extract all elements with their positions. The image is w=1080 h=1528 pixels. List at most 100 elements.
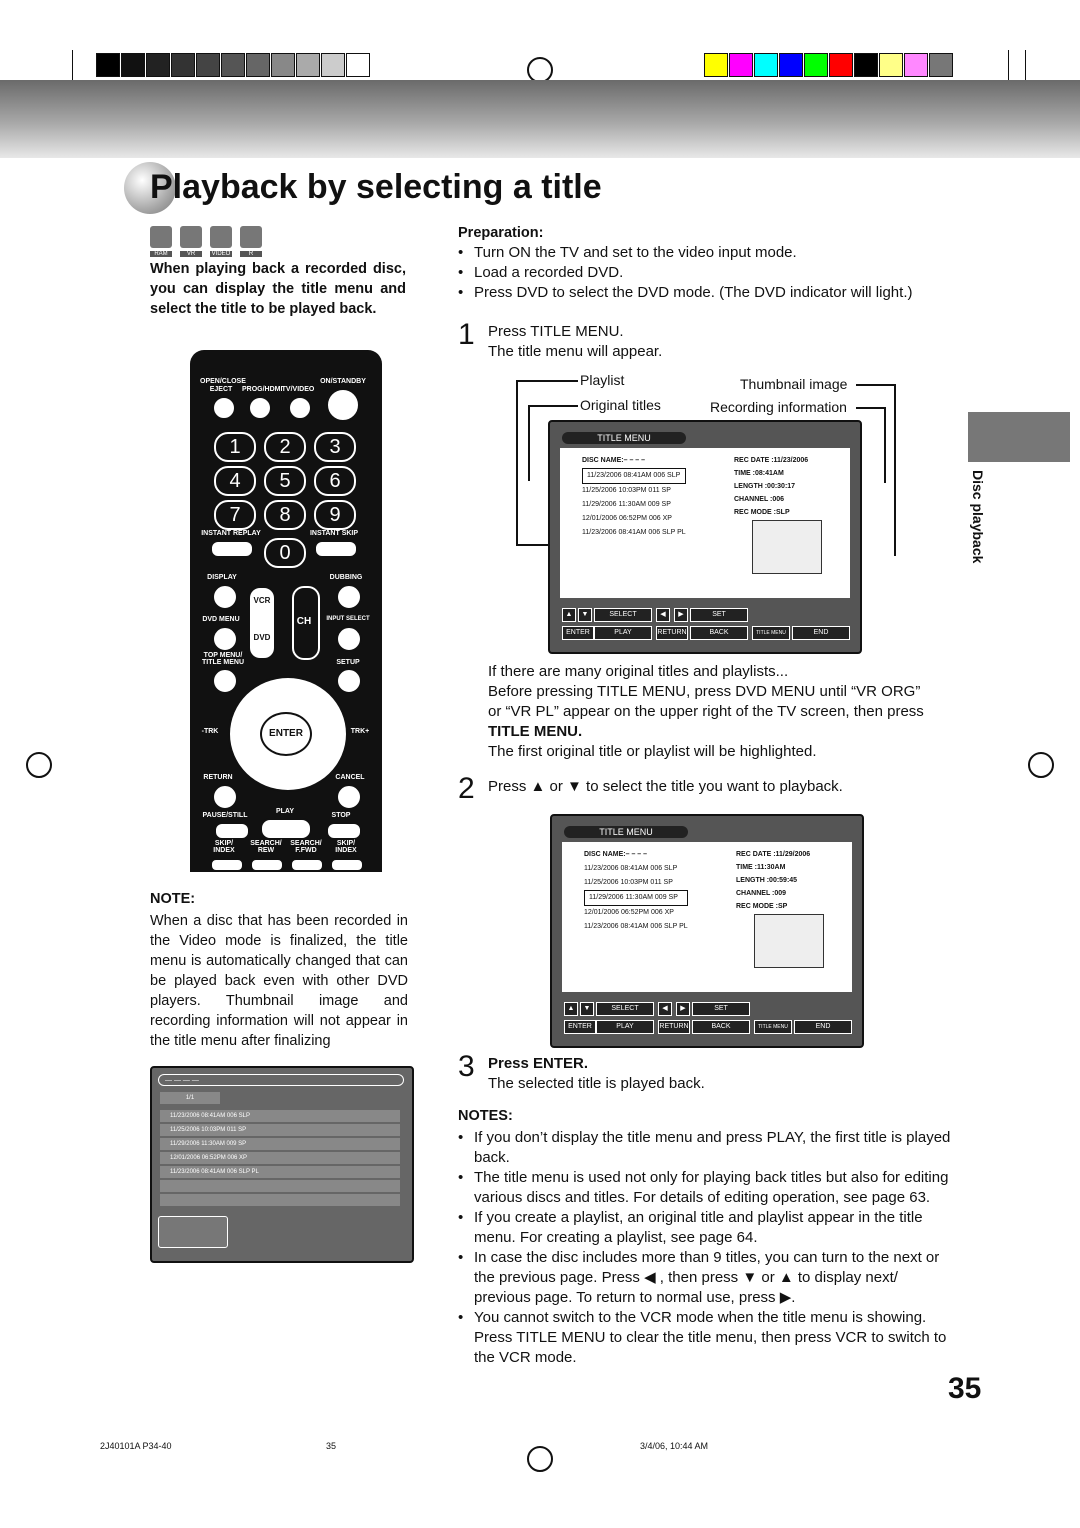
key-5: 5 <box>264 466 306 496</box>
list-item: 12/01/2006 06:52PM 006 XP <box>160 1152 400 1164</box>
finalized-title-menu-illustration: — — — — 1/1 11/23/2006 08:41AM 006 SLP 1… <box>150 1066 414 1263</box>
page-number: 35 <box>948 1372 982 1405</box>
remote-label: TRK+ <box>350 728 370 735</box>
right-arrow-icon: ▶ <box>676 1002 690 1016</box>
cancel-button <box>336 784 362 810</box>
remote-control-illustration: OPEN/CLOSE EJECT PROG/HDMI TV/VIDEO ON/S… <box>190 350 382 872</box>
remote-label: ON/STANDBY <box>320 378 366 385</box>
ffwd-button <box>290 858 324 872</box>
display-button <box>212 584 238 610</box>
remote-label: SKIP/ <box>336 840 356 847</box>
callout-playlist: Playlist <box>580 372 625 388</box>
remote-label: SKIP/ <box>214 840 234 847</box>
remote-label: RETURN <box>203 774 233 781</box>
key-7: 7 <box>214 500 256 530</box>
info-line: LENGTH :00:59:45 <box>736 877 798 884</box>
step-3-line-1: Press ENTER. <box>488 1055 589 1072</box>
left-arrow-icon: ◀ <box>656 608 670 622</box>
step-3-line-2: The selected title is played back. <box>488 1075 705 1092</box>
remote-label: INDEX <box>335 847 357 854</box>
preparation-heading: Preparation: <box>458 225 544 241</box>
skip-forward-button <box>330 858 364 872</box>
vr-disc-icon: VR <box>180 226 202 257</box>
info-line: REC MODE :SP <box>736 903 788 910</box>
step-2-text: Press ▲ or ▼ to select the title you wan… <box>488 778 843 795</box>
channel-rocker <box>292 586 320 660</box>
step-1-number: 1 <box>458 318 475 351</box>
right-arrow-icon: ▶ <box>674 608 688 622</box>
mid-text-line: TITLE MENU. <box>488 723 583 740</box>
remote-label: PAUSE/STILL <box>202 812 248 819</box>
remote-label: REW <box>257 847 275 854</box>
menu-title: TITLE MENU <box>562 432 686 444</box>
video-disc-icon: VIDEO <box>210 226 232 257</box>
notes-list: If you don’t display the title menu and … <box>458 1128 958 1368</box>
registration-mark-left <box>26 752 52 778</box>
setup-button <box>336 668 362 694</box>
up-arrow-icon: ▲ <box>564 1002 578 1016</box>
rew-button <box>250 858 284 872</box>
color-calibration-strip <box>704 53 954 77</box>
enter-button: ENTER <box>260 712 312 756</box>
remote-label: DISPLAY <box>207 574 237 581</box>
key-8: 8 <box>264 500 306 530</box>
list-item: 11/23/2006 08:41AM 006 SLP PL <box>584 923 688 930</box>
down-arrow-icon: ▼ <box>578 608 592 622</box>
remote-label: PROG/HDMI <box>242 386 283 393</box>
list-item: 12/01/2006 06:52PM 006 XP <box>584 909 674 916</box>
info-line: CHANNEL :006 <box>734 496 785 503</box>
preparation-list: Turn ON the TV and set to the video inpu… <box>458 243 912 303</box>
key-6: 6 <box>314 466 356 496</box>
remote-label: SETUP <box>336 659 360 666</box>
notes-heading: NOTES: <box>458 1108 513 1124</box>
back-label: BACK <box>690 626 748 640</box>
remote-label: EJECT <box>209 386 233 393</box>
title-menu-button <box>212 668 238 694</box>
remote-label: INDEX <box>213 847 235 854</box>
list-item: 11/23/2006 08:41AM 006 SLP <box>160 1110 400 1122</box>
instant-replay-button <box>210 540 254 558</box>
skip-back-button <box>210 858 244 872</box>
thumbnail-image <box>754 914 824 968</box>
disc-name: DISC NAME:– – – – <box>582 457 646 464</box>
key-2: 2 <box>264 432 306 462</box>
remote-label: TV/VIDEO <box>281 386 315 393</box>
vcr-dvd-rocker: VCR DVD <box>248 586 276 660</box>
menu-content: DISC NAME:– – – – 11/23/2006 08:41AM 006… <box>562 842 852 992</box>
info-line: REC DATE :11/29/2006 <box>736 851 811 858</box>
mid-text-line: Before pressing TITLE MENU, press DVD ME… <box>488 683 921 700</box>
instant-skip-button <box>314 540 358 558</box>
stop-button <box>326 822 362 840</box>
step-2-number: 2 <box>458 772 475 805</box>
remote-label: F.FWD <box>295 847 317 854</box>
list-item: 11/23/2006 08:41AM 006 SLP PL <box>160 1166 400 1178</box>
list-item: 11/29/2006 11:30AM 009 SP <box>160 1138 400 1150</box>
eject-button <box>212 396 236 420</box>
info-line: TIME :11:30AM <box>736 864 786 871</box>
header-band <box>0 80 1080 158</box>
mid-text-line: The first original title or playlist wil… <box>488 743 817 760</box>
remote-label: -TRK <box>201 728 219 735</box>
remote-label: TITLE MENU <box>202 659 244 666</box>
power-button <box>326 388 360 422</box>
remote-label: DUBBING <box>329 574 363 581</box>
title-list: DISC NAME:– – – – 11/23/2006 08:41AM 006… <box>584 848 688 934</box>
info-line: CHANNEL :009 <box>736 890 787 897</box>
mid-text-line: If there are many original titles and pl… <box>488 663 789 680</box>
remote-label: SEARCH/ <box>290 840 322 847</box>
note-heading: NOTE: <box>150 891 196 907</box>
section-tab <box>968 412 1070 462</box>
back-label: BACK <box>692 1020 750 1034</box>
gray-scale-strip <box>96 53 371 77</box>
registration-mark-bottom <box>527 1446 553 1472</box>
section-tab-label: Disc playback <box>970 470 986 564</box>
remote-label: STOP <box>331 812 351 819</box>
tv-video-button <box>288 396 312 420</box>
r-disc-icon: R <box>240 226 262 257</box>
input-select-button <box>336 626 362 652</box>
play-button <box>260 818 312 840</box>
remote-label: CH <box>296 616 312 627</box>
menu-title: TITLE MENU <box>564 826 688 838</box>
info-line: REC MODE :SLP <box>734 509 790 516</box>
list-item: 11/25/2006 10:03PM 011 SP <box>582 487 671 494</box>
